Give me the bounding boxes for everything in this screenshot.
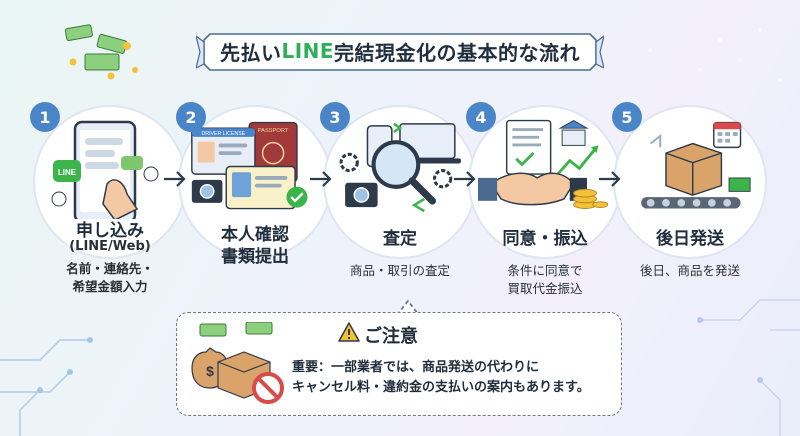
notice-body: 重要：一部業者では、商品発送の代わりに キャンセル料・違約金の支払いの案内もあり… [292,358,612,398]
step-5-badge: 5 [612,102,642,132]
step-4-title: 同意・振込 [502,229,588,249]
title-banner [196,33,604,71]
arrow-right-icon [454,171,476,187]
step-1-subtitle: (LINE/Web) [69,239,151,254]
passport-label: PASSPORT [258,128,289,134]
title-suffix: 完結現金化の基本的な流れ [334,40,581,65]
step-3-badge: 3 [320,102,350,132]
title-prefix: 先払い [219,40,282,65]
step-1-badge: 1 [30,102,60,132]
notice-title: ご注意 [364,326,418,347]
step-4-badge: 4 [466,102,496,132]
money-package-cancel-icon: $ [191,322,284,404]
step-5-title: 後日発送 [656,229,724,249]
arrow-right-icon [599,171,621,187]
magnifying-glass-icon [339,122,461,213]
handshake-icon [478,119,608,209]
step-4-detail-1: 条件に同意で [507,263,583,278]
step-2-badge: 2 [176,102,206,132]
step-2-title-2: 書類提出 [221,247,289,267]
step-3-title: 査定 [383,229,417,249]
line-app-label: LINE [58,168,77,177]
step-1-detail-2: 希望金額入力 [72,279,148,294]
step-1-title: 申し込み [76,221,144,241]
package-shipping-icon [641,121,751,209]
step-3-detail: 商品・取引の査定 [349,263,450,278]
arrow-right-icon [164,171,186,187]
step-4-detail-2: 買取代金振込 [507,281,583,296]
step-1-detail-1: 名前・連絡先・ [66,261,154,276]
notice-body-line-2: キャンセル料・違約金の支払いの案内もあります。 [292,380,590,395]
notice-body-line-1: 重要：一部業者では、商品発送の代わりに [292,360,540,375]
step-2-title-1: 本人確認 [221,225,289,245]
step-5-detail: 後日、商品を発送 [639,263,740,278]
warning-icon [338,322,360,342]
smartphone-icon: LINE [51,24,159,219]
arrow-right-icon [310,171,332,187]
title-highlight: LINE [281,39,335,63]
license-label: DRIVER LICENSE [201,131,245,137]
notice-pointer [396,299,420,315]
id-documents-icon: PASSPORT DRIVER LICENSE [191,121,308,210]
svg-text:$: $ [206,363,214,379]
